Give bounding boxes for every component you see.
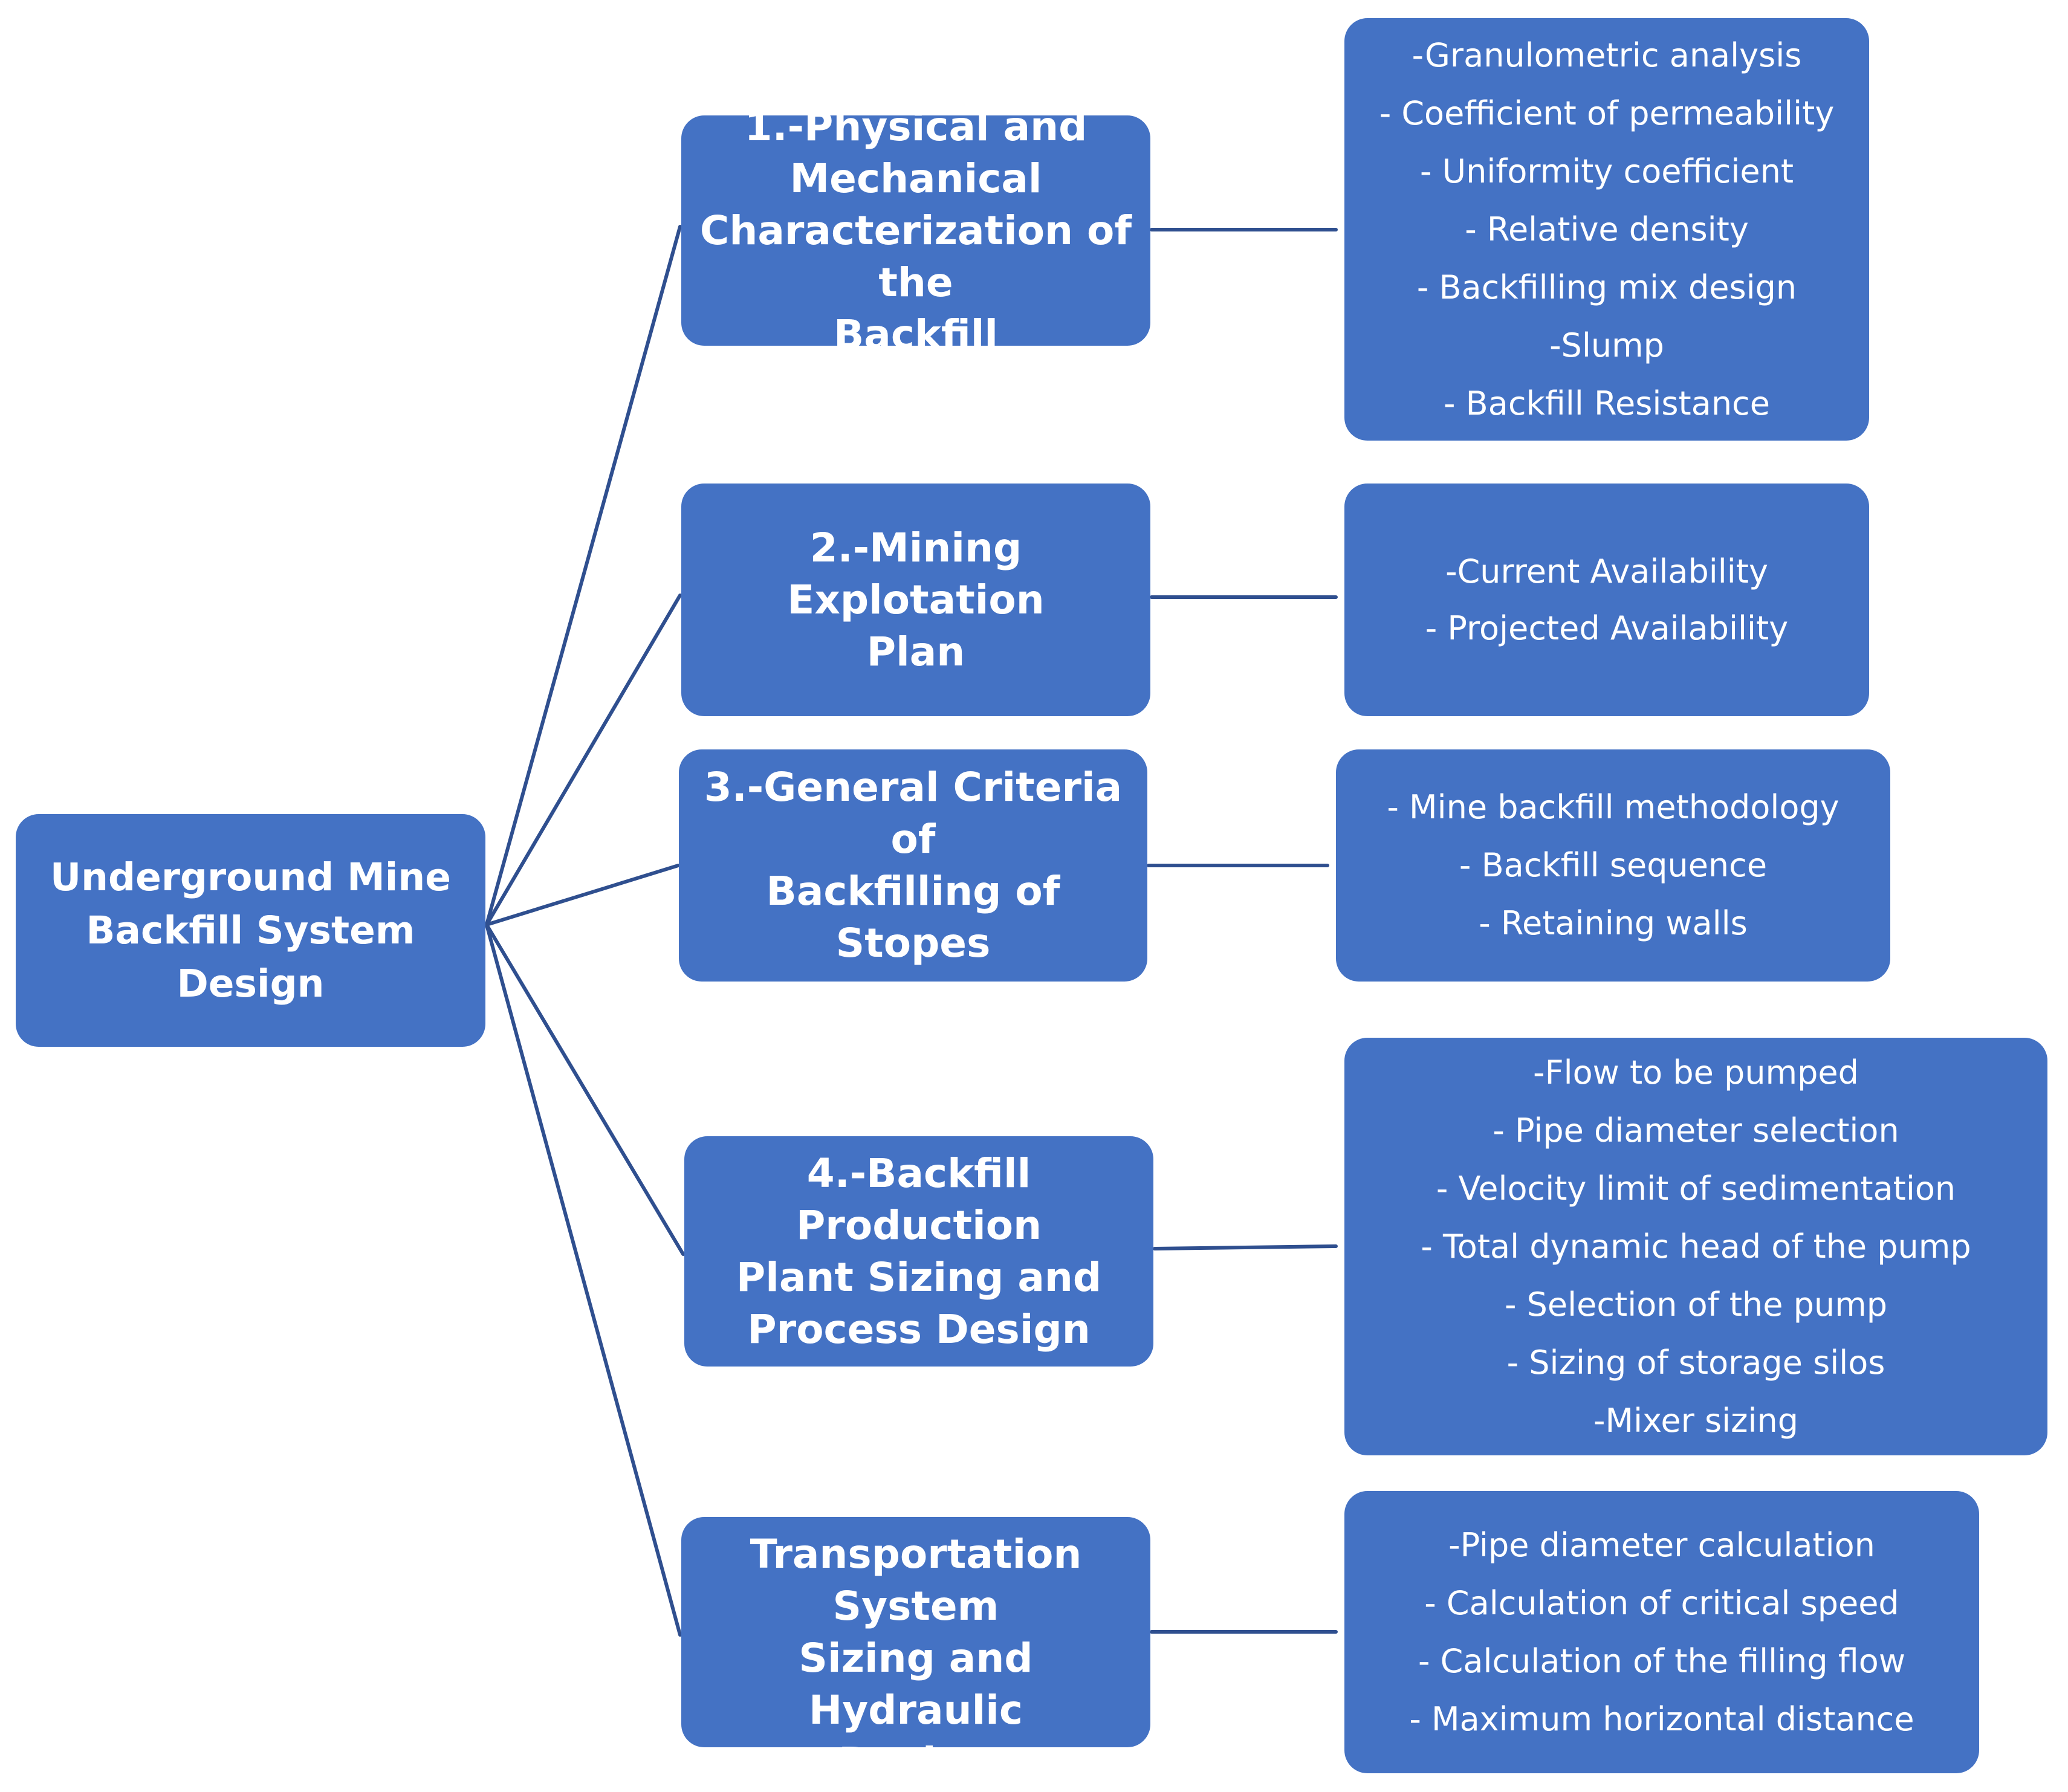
branch-2-details-box: -Current Availability - Projected Availa… <box>1344 484 1869 716</box>
detail-item: -Pipe diameter calculation <box>1448 1525 1875 1564</box>
branch-3-heading: 3.-General Criteria of Backfilling of St… <box>679 762 1147 969</box>
heading-line: Process Design <box>747 1305 1091 1353</box>
detail-item: -Slump <box>1549 326 1664 364</box>
heading-line: 5.-Mine Backfill <box>742 1478 1089 1525</box>
detail-item: -Mixer sizing <box>1593 1401 1798 1440</box>
detail-item: - Calculation of the filling flow <box>1418 1642 1905 1680</box>
heading-line: 1.-Physical and <box>744 103 1087 150</box>
heading-line: Plant Sizing and <box>736 1253 1102 1301</box>
detail-item: - Maximum horizontal distance <box>1409 1700 1914 1738</box>
heading-line: Sizing and Hydraulic <box>799 1634 1033 1733</box>
branch-4-details-box: -Flow to be pumped - Pipe diameter selec… <box>1344 1038 2047 1455</box>
connector-root-to-branch-5 <box>485 923 682 1637</box>
detail-item: - Relative density <box>1465 210 1749 248</box>
branch-5-details-box: -Pipe diameter calculation - Calculation… <box>1344 1491 1979 1773</box>
root-title-line: Underground Mine <box>50 855 451 899</box>
detail-item: - Projected Availability <box>1425 609 1789 647</box>
root-box: Underground Mine Backfill System Design <box>16 814 485 1047</box>
branch-1-heading-box: 1.-Physical and Mechanical Characterizat… <box>681 103 1150 358</box>
detail-item: - Pipe diameter selection <box>1493 1111 1899 1150</box>
detail-item: - Sizing of storage silos <box>1506 1343 1885 1382</box>
branch-3-details-box: - Mine backfill methodology - Backfill s… <box>1336 749 1890 982</box>
detail-item: - Velocity limit of sedimentation <box>1436 1169 1956 1208</box>
detail-item: - Total dynamic head of the pump <box>1421 1227 1971 1266</box>
root-title: Underground Mine Backfill System Design <box>16 851 485 1011</box>
detail-item: - Backfill sequence <box>1459 846 1768 884</box>
branch-1-details-box: -Granulometric analysis - Coefficient of… <box>1344 18 1869 441</box>
detail-item: -Granulometric analysis <box>1412 36 1802 74</box>
branch-5-heading: 5.-Mine Backfill Transportation System S… <box>681 1477 1150 1788</box>
heading-line: 4.-Backfill Production <box>796 1150 1042 1249</box>
connector-root-to-branch-2 <box>485 594 682 927</box>
heading-line: Backfilling of Stopes <box>766 868 1060 966</box>
heading-line: Transportation System <box>750 1530 1082 1629</box>
heading-line: Characterization of the <box>699 207 1132 306</box>
heading-line: 2.-Mining Explotation <box>787 524 1045 623</box>
heading-line: Mechanical <box>789 155 1042 202</box>
heading-line: 3.-General Criteria of <box>704 764 1123 862</box>
detail-item: - Selection of the pump <box>1504 1285 1888 1324</box>
heading-line: Backfill <box>833 311 999 358</box>
heading-line: Design <box>838 1738 993 1785</box>
detail-item: - Retaining walls <box>1479 904 1748 942</box>
connector-root-to-branch-1 <box>485 225 682 927</box>
root-title-line: Backfill System Design <box>86 908 415 1006</box>
branch-4-heading: 4.-Backfill Production Plant Sizing and … <box>684 1148 1153 1356</box>
connector-root-to-branch-3 <box>485 864 680 927</box>
detail-item: -Flow to be pumped <box>1533 1053 1859 1092</box>
branch-1-heading: 1.-Physical and Mechanical Characterizat… <box>681 101 1150 361</box>
branch-4-heading-box: 4.-Backfill Production Plant Sizing and … <box>684 1136 1153 1367</box>
detail-item: -Current Availability <box>1445 552 1768 590</box>
connector-root-to-branch-4 <box>485 923 685 1256</box>
branch-3-heading-box: 3.-General Criteria of Backfilling of St… <box>679 749 1147 982</box>
connector-branch-4-to-details <box>1153 1244 1338 1250</box>
heading-line: Plan <box>866 628 965 675</box>
detail-item: - Coefficient of permeability <box>1379 94 1835 132</box>
detail-item: - Backfill Resistance <box>1444 384 1770 422</box>
detail-item: - Backfilling mix design <box>1416 268 1797 306</box>
detail-item: - Calculation of critical speed <box>1424 1583 1899 1622</box>
branch-2-heading: 2.-Mining Explotation Plan <box>681 522 1150 678</box>
branch-2-heading-box: 2.-Mining Explotation Plan <box>681 484 1150 716</box>
detail-item: - Mine backfill methodology <box>1387 788 1839 826</box>
branch-5-heading-box: 5.-Mine Backfill Transportation System S… <box>681 1479 1150 1785</box>
detail-item: - Uniformity coefficient <box>1419 152 1794 190</box>
